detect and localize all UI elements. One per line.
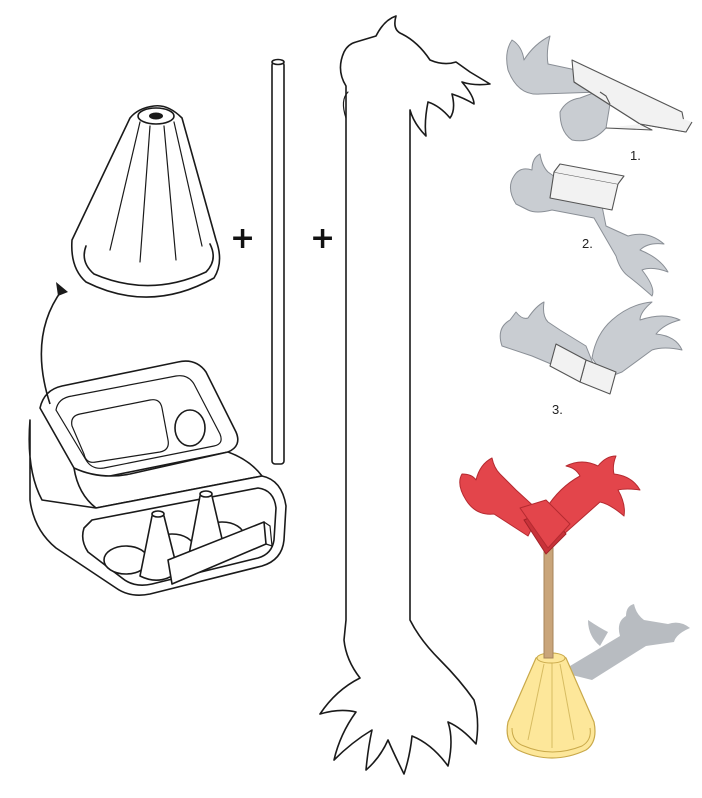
step-2-label: 2. [582,236,593,251]
step-3-label: 3. [552,402,563,417]
paper-strip-template [320,16,490,774]
plus-sign-2: + [310,221,335,256]
step-3-illustration: 3. [500,302,682,417]
plus-sign-1: + [230,221,255,256]
step-1-label: 1. [630,148,641,163]
step-1-illustration: 1. [507,36,692,163]
step-2-illustration: 2. [510,154,668,296]
egg-cup-cone [72,106,220,297]
wooden-stick [272,60,284,465]
egg-carton [29,361,286,595]
finished-horse-toy [460,456,690,758]
